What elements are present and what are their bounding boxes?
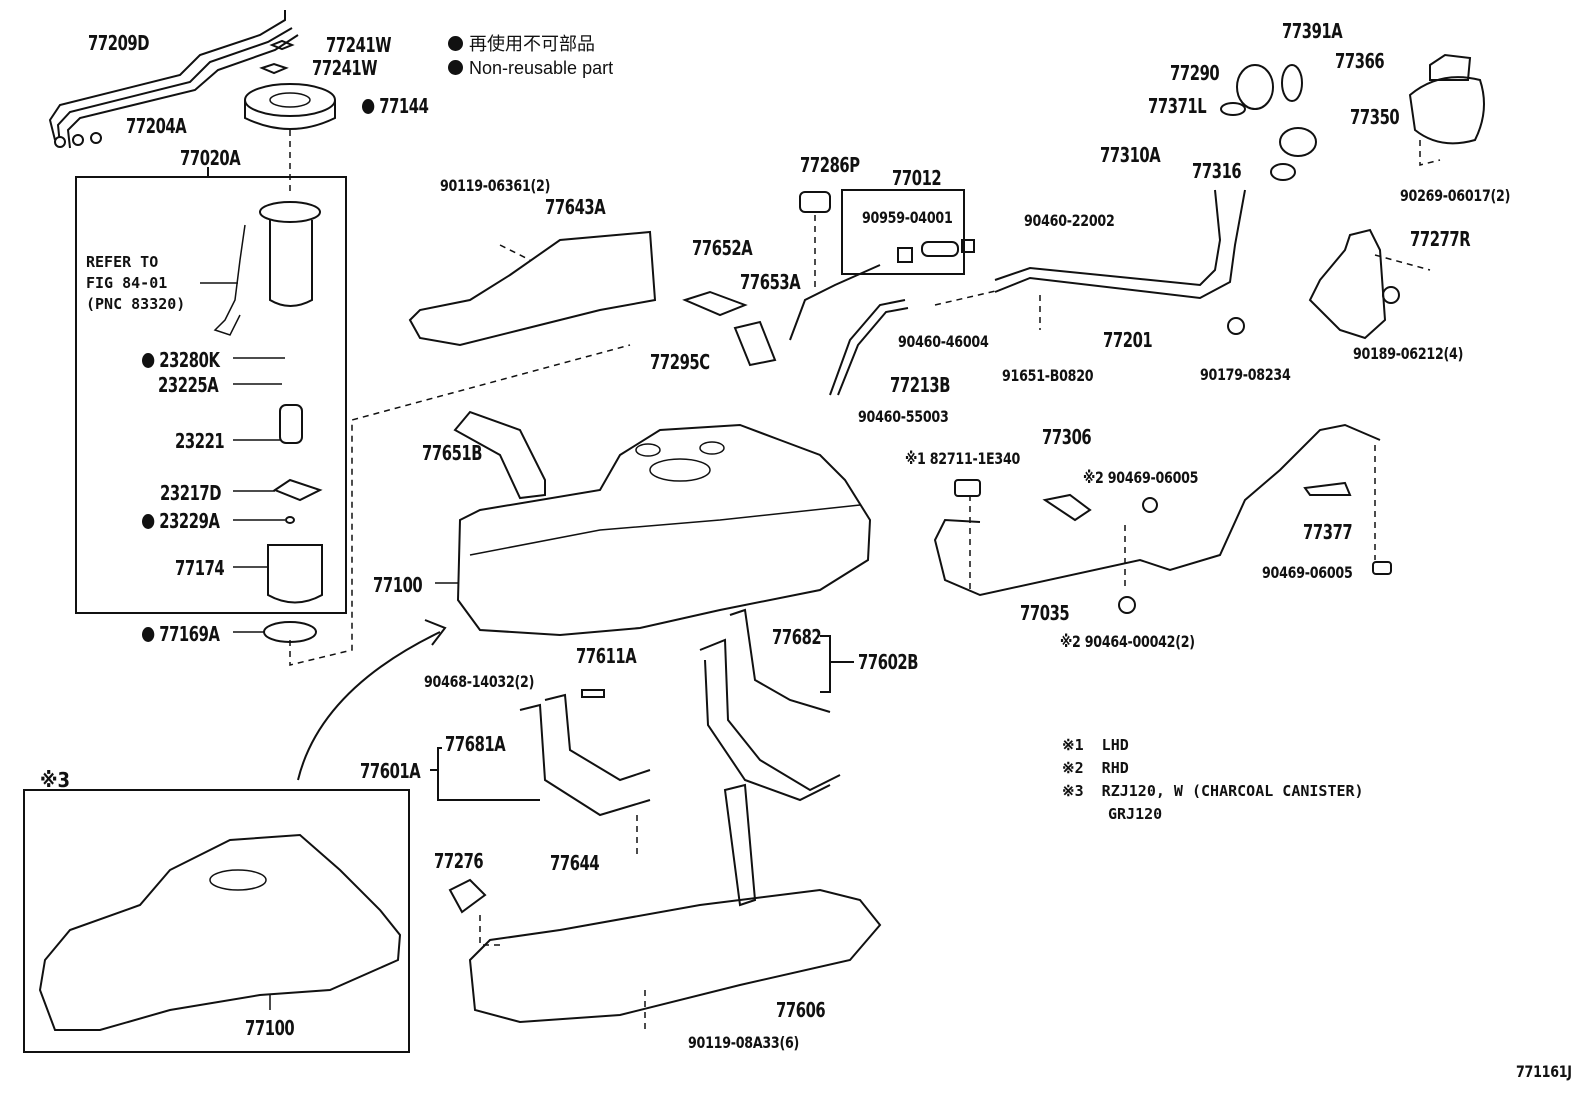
part-label-77310a[interactable]: 77310A bbox=[1100, 143, 1161, 167]
cable-77035 bbox=[933, 423, 1381, 597]
part-label-77681a[interactable]: 77681A bbox=[445, 732, 506, 756]
fuel-door-77350 bbox=[1408, 76, 1485, 145]
inset-frame bbox=[23, 789, 410, 1053]
part-label-77601a[interactable]: 77601A bbox=[360, 759, 421, 783]
part-label-90119-06361[interactable]: 90119-06361(2) bbox=[440, 176, 551, 195]
filler-pipe-77201 bbox=[994, 189, 1222, 287]
fuel-line-assembly bbox=[48, 10, 299, 149]
part-label-90119-08a33[interactable]: 90119-08A33(6) bbox=[688, 1033, 800, 1052]
part-label-77241w-lower[interactable]: 77241W bbox=[312, 56, 378, 80]
part-label-77276[interactable]: 77276 bbox=[434, 849, 484, 873]
protector-77606 bbox=[468, 888, 882, 1024]
part-label-82711-1e340[interactable]: ※1 82711-1E340 bbox=[905, 449, 1021, 468]
part-label-77316[interactable]: 77316 bbox=[1192, 159, 1242, 183]
legend-marker-icon bbox=[448, 36, 463, 51]
bracket-77602b bbox=[820, 635, 854, 693]
refer-line-2[interactable]: FIG 84-01 bbox=[86, 274, 168, 292]
part-label-77643a[interactable]: 77643A bbox=[545, 195, 606, 219]
part-label-77277r[interactable]: 77277R bbox=[1410, 227, 1471, 251]
part-label-77286p[interactable]: 77286P bbox=[800, 153, 860, 177]
part-label-77204a[interactable]: 77204A bbox=[126, 114, 187, 138]
protector-77277r bbox=[1308, 228, 1387, 340]
part-label-77035[interactable]: 77035 bbox=[1020, 601, 1070, 625]
part-label-23217d[interactable]: 23217D bbox=[160, 481, 222, 505]
legend-non-reusable-jp: 再使用不可部品 bbox=[448, 35, 595, 53]
part-label-77391a[interactable]: 77391A bbox=[1282, 19, 1343, 43]
part-label-90460-46004[interactable]: 90460-46004 bbox=[898, 332, 989, 351]
part-label-77350[interactable]: 77350 bbox=[1350, 105, 1400, 129]
part-label-77652a[interactable]: 77652A bbox=[692, 236, 753, 260]
part-label-23225a[interactable]: 23225A bbox=[158, 373, 219, 397]
part-label-77371l[interactable]: 77371L bbox=[1148, 94, 1207, 118]
inset-mark: ※3 bbox=[40, 768, 71, 792]
part-label-90189-06212[interactable]: 90189-06212(4) bbox=[1353, 344, 1464, 363]
part-label-77602b[interactable]: 77602B bbox=[858, 650, 919, 674]
part-label-77366[interactable]: 77366 bbox=[1335, 49, 1385, 73]
part-label-23280k[interactable]: 23280K bbox=[142, 350, 220, 370]
clip-77241w-upper bbox=[269, 39, 295, 51]
part-label-77201[interactable]: 77201 bbox=[1103, 328, 1153, 352]
part-label-77213b[interactable]: 77213B bbox=[890, 373, 951, 397]
part-label-90464-00042[interactable]: ※2 90464-00042(2) bbox=[1060, 632, 1195, 651]
part-label-90468-14032[interactable]: 90468-14032(2) bbox=[424, 672, 535, 691]
part-label-77012[interactable]: 77012 bbox=[892, 166, 942, 190]
legend-marker-icon bbox=[448, 60, 463, 75]
bracket-77601a bbox=[430, 747, 540, 801]
part-label-77611a[interactable]: 77611A bbox=[576, 644, 637, 668]
part-label-91651-b0820[interactable]: 91651-B0820 bbox=[1002, 366, 1094, 385]
part-label-90469-06005-lower[interactable]: 90469-06005 bbox=[1262, 563, 1353, 582]
part-label-77290[interactable]: 77290 bbox=[1170, 61, 1220, 85]
part-label-90959-04001[interactable]: 90959-04001 bbox=[862, 208, 953, 227]
arrow-inset-to-tank bbox=[297, 631, 441, 781]
part-label-90179-08234[interactable]: 90179-08234 bbox=[1200, 365, 1291, 384]
legend-non-reusable-en: Non-reusable part bbox=[448, 59, 613, 77]
bracket-77643a bbox=[408, 230, 657, 347]
inset-fuel-tank bbox=[38, 833, 402, 1031]
part-label-77144[interactable]: 77144 bbox=[362, 96, 429, 116]
part-label-77653a[interactable]: 77653A bbox=[740, 270, 801, 294]
part-label-77682[interactable]: 77682 bbox=[772, 625, 822, 649]
part-label-77295c[interactable]: 77295C bbox=[650, 350, 710, 374]
note-1: ※1 LHD bbox=[1062, 736, 1129, 754]
notes-block: ※1 LHD ※2 RHD ※3 RZJ120, W (CHARCOAL CAN… bbox=[1062, 738, 1364, 830]
non-reusable-marker-icon bbox=[142, 627, 155, 642]
part-label-23229a[interactable]: 23229A bbox=[142, 511, 220, 531]
fuel-pump-assembly-frame bbox=[75, 176, 347, 614]
part-label-77020a[interactable]: 77020A bbox=[180, 146, 241, 170]
non-reusable-marker-icon bbox=[362, 99, 375, 114]
refer-line-1: REFER TO bbox=[86, 253, 159, 271]
figure-id: 771161J bbox=[1516, 1062, 1572, 1081]
part-label-77241w-upper[interactable]: 77241W bbox=[326, 33, 392, 57]
part-label-77169a[interactable]: 77169A bbox=[142, 624, 220, 644]
clip-77241w-lower bbox=[259, 62, 289, 75]
part-label-77606[interactable]: 77606 bbox=[776, 998, 826, 1022]
part-label-77377[interactable]: 77377 bbox=[1303, 520, 1353, 544]
part-label-90469-06005-upper[interactable]: ※2 90469-06005 bbox=[1083, 468, 1199, 487]
part-label-77100[interactable]: 77100 bbox=[373, 573, 423, 597]
part-label-90460-22002[interactable]: 90460-22002 bbox=[1024, 211, 1115, 230]
part-label-77306[interactable]: 77306 bbox=[1042, 425, 1092, 449]
part-label-90269-06017[interactable]: 90269-06017(2) bbox=[1400, 186, 1511, 205]
fuel-tank-77100 bbox=[456, 423, 872, 637]
note-2: ※2 RHD bbox=[1062, 759, 1129, 777]
refer-line-3: (PNC 83320) bbox=[86, 295, 186, 313]
part-label-90460-55003[interactable]: 90460-55003 bbox=[858, 407, 949, 426]
part-label-77209d[interactable]: 77209D bbox=[88, 31, 150, 55]
part-label-77644[interactable]: 77644 bbox=[550, 851, 600, 875]
note-4: GRJ120 bbox=[1108, 805, 1163, 823]
part-label-23221[interactable]: 23221 bbox=[175, 429, 225, 453]
note-3: ※3 RZJ120, W (CHARCOAL CANISTER) bbox=[1062, 782, 1364, 800]
part-label-77651b[interactable]: 77651B bbox=[422, 441, 483, 465]
part-label-77174[interactable]: 77174 bbox=[175, 556, 225, 580]
non-reusable-marker-icon bbox=[142, 514, 155, 529]
lock-ring-77144 bbox=[244, 83, 336, 130]
part-label-77100-inset[interactable]: 77100 bbox=[245, 1016, 295, 1040]
non-reusable-marker-icon bbox=[142, 353, 155, 368]
